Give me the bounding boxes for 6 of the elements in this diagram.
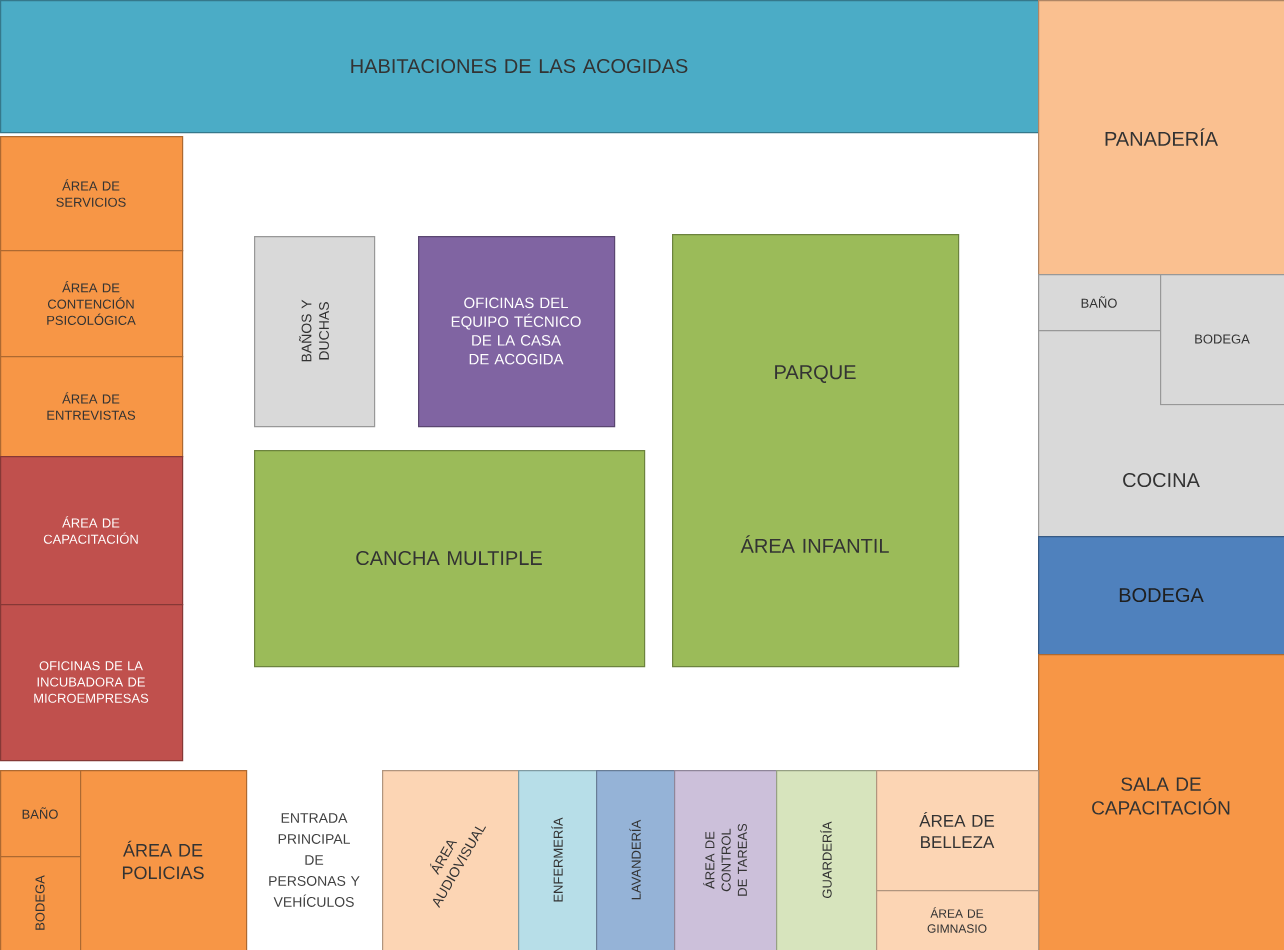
room-box: CANCHA MULTIPLE xyxy=(254,450,646,668)
room-box: BODEGA xyxy=(1038,536,1284,656)
room-box: PARQUE ÁREA INFANTIL xyxy=(672,234,960,668)
room-box: PANADERÍA xyxy=(1038,0,1284,276)
room-box: SALA DE CAPACITACIÓN xyxy=(1038,654,1284,950)
room-box: HABITACIONES DE LAS ACOGIDAS xyxy=(0,0,1040,134)
